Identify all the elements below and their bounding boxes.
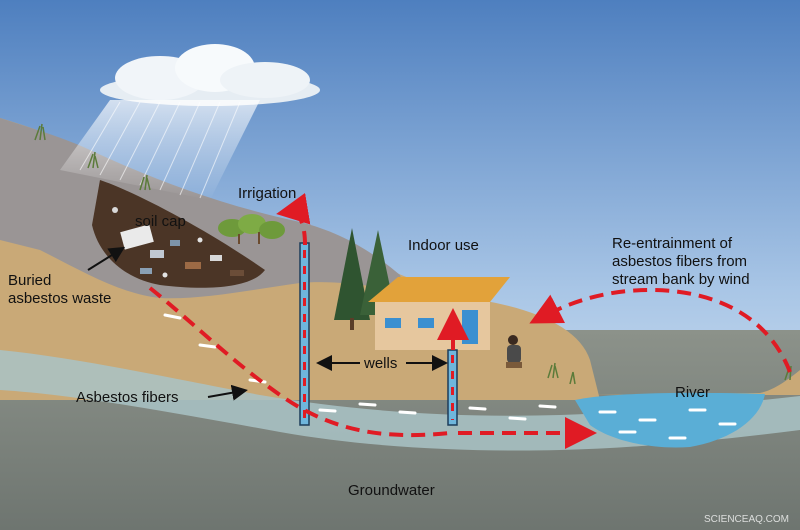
label-soil-cap: soil cap — [135, 213, 186, 230]
label-buried-line1: Buried — [8, 272, 51, 289]
label-reentrain-line2: asbestos fibers from — [612, 253, 747, 270]
rain-icon — [60, 100, 260, 200]
label-reentrain-line3: stream bank by wind — [612, 271, 750, 288]
flow-arrow-waste-to-groundwater — [148, 286, 451, 438]
pointer-arrows — [87, 246, 448, 401]
tree-icon — [218, 214, 285, 244]
label-groundwater: Groundwater — [348, 482, 435, 499]
pointer-asbestos-fibers — [207, 384, 248, 401]
pointer-buried-waste — [87, 246, 126, 271]
label-asbestos-fibers: Asbestos fibers — [76, 389, 179, 406]
person-icon — [506, 335, 522, 368]
fiber-dashes — [163, 313, 737, 440]
watermark: SCIENCEAQ.COM — [704, 514, 789, 525]
flow-arrows — [148, 192, 792, 449]
river-water — [575, 392, 765, 448]
label-irrigation: Irrigation — [238, 185, 296, 202]
right-bank — [590, 370, 800, 395]
well-flow-dashes — [303, 250, 454, 420]
label-buried-line2: asbestos waste — [8, 290, 111, 307]
cloud-icon — [100, 44, 320, 106]
grass-icon — [34, 123, 792, 385]
label-wells: wells — [363, 355, 397, 372]
label-river: River — [675, 384, 710, 401]
label-reentrain-line1: Re-entrainment of — [612, 235, 733, 252]
label-indoor-use: Indoor use — [408, 237, 479, 254]
waste-debris — [112, 207, 244, 278]
house-icon — [368, 277, 510, 350]
flow-arrow-irrigation — [276, 192, 311, 246]
flow-arrow-wind — [529, 287, 792, 373]
